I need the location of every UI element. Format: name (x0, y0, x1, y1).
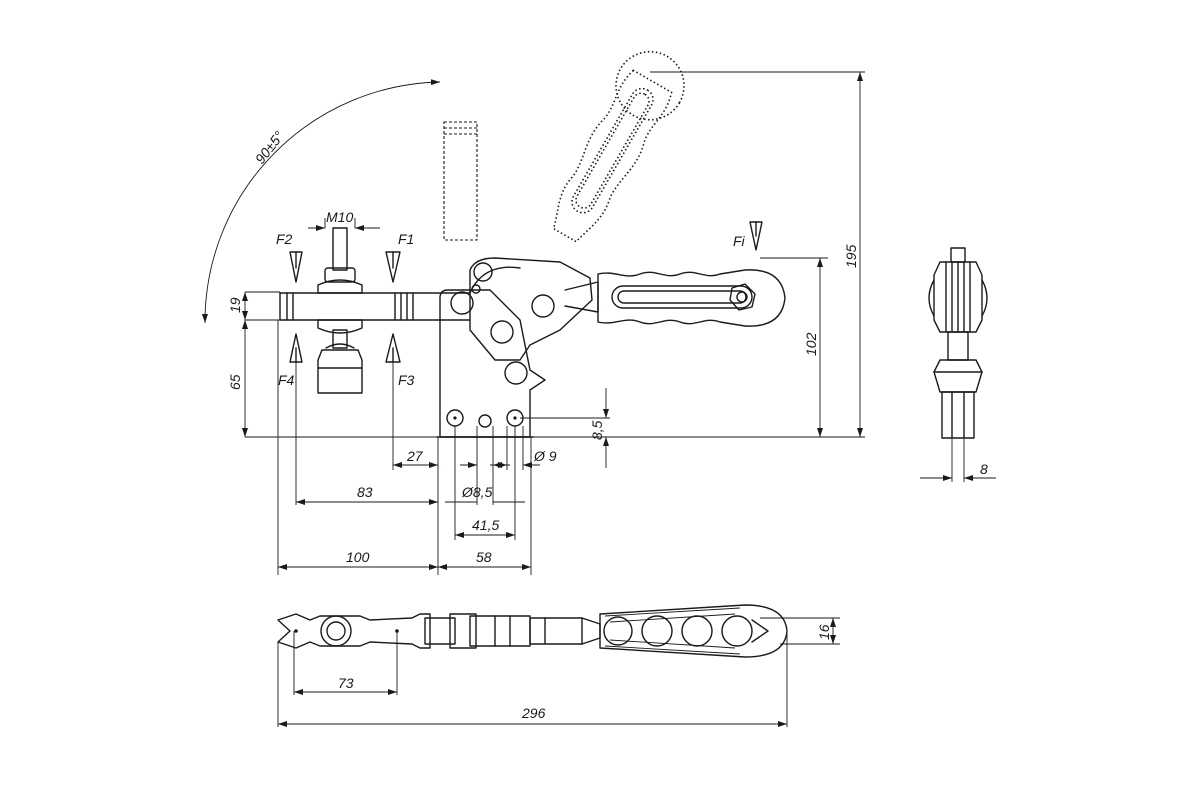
dim-19-label: 19 (227, 297, 243, 313)
released-handle-outline (443, 121, 478, 241)
extension-lines (245, 71, 865, 575)
dim-58-label: 58 (476, 549, 492, 565)
dim-hole-diameter-label: Ø8,5 (461, 484, 493, 500)
handle-grip (597, 269, 786, 327)
dim-8-label: 8 (980, 461, 988, 477)
dim-slot-diameter-label: Ø 9 (533, 448, 557, 464)
spindle-arm (279, 266, 521, 321)
side-view: 90±5° M10 F2 F1 F4 F3 Fi 19 65 27 83 100… (201, 50, 865, 575)
dim-102-label: 102 (803, 332, 819, 356)
dim-296-label: 296 (521, 705, 546, 721)
end-view: 8 (920, 247, 996, 482)
force-f1-label: F1 (398, 231, 414, 247)
force-arrows (289, 221, 763, 363)
dim-41-5-label: 41,5 (472, 517, 499, 533)
dim-83-label: 83 (357, 484, 373, 500)
open-handle-outline (552, 50, 685, 243)
dim-27-label: 27 (406, 448, 424, 464)
force-f3-label: F3 (398, 372, 415, 388)
clamp-spindle (317, 227, 363, 394)
thread-label: M10 (326, 209, 353, 225)
top-view: 73 296 16 (277, 604, 840, 727)
force-f4-label: F4 (278, 372, 295, 388)
dim-65-label: 65 (227, 374, 243, 390)
clamp-base (436, 289, 546, 438)
lever-link (450, 257, 599, 385)
swing-angle-arc (201, 79, 441, 324)
force-fi-label: Fi (733, 233, 746, 249)
dim-100-label: 100 (346, 549, 370, 565)
dim-16-label: 16 (816, 624, 832, 640)
dim-8-5-label: 8,5 (589, 420, 605, 440)
dimension-lines (242, 72, 863, 570)
dim-73-label: 73 (338, 675, 354, 691)
dim-195-label: 195 (843, 244, 859, 268)
angle-label: 90±5° (252, 128, 287, 167)
force-f2-label: F2 (276, 231, 293, 247)
